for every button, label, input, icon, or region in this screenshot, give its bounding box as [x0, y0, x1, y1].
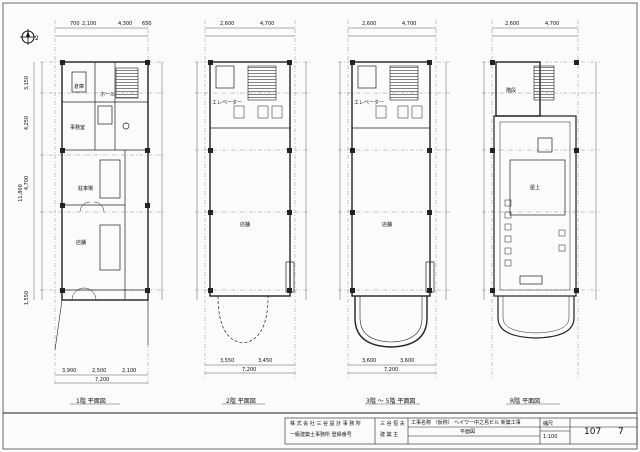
dim-roof-top-2: 4,700	[545, 21, 560, 27]
dim-f2-top-1: 2,600	[220, 21, 235, 27]
firm-registration: 一級建築士事務所 登録番号	[290, 432, 352, 438]
dim-f2-bot-2: 3,450	[258, 358, 273, 364]
room-label-f1-parking: 駐車場	[78, 186, 94, 192]
dim-f1-top-1: 700	[70, 21, 80, 27]
north-arrow-icon	[20, 29, 36, 45]
room-label-f1-office: 事務室	[70, 125, 86, 131]
scale-value: 1:100	[543, 434, 558, 440]
dim-f1-bot-3: 2,100	[122, 368, 137, 374]
dim-f3-top-1: 2,600	[362, 21, 377, 27]
room-label-f2-ev: エレベーター	[212, 100, 243, 106]
project-name: 工事名称 （仮称） ヘイワー中之島ビル 新築工事	[411, 420, 521, 426]
room-label-f1-hall: ホール	[100, 92, 116, 98]
dim-roof-top-1: 2,600	[505, 21, 520, 27]
dim-f3-bot-1: 3,600	[362, 358, 377, 364]
plan-3f	[338, 20, 450, 380]
dim-f1-top-2: 2,100	[82, 21, 97, 27]
room-label-f3-shop: 店舗	[382, 222, 393, 228]
room-label-roof-stair: 階段	[506, 88, 517, 94]
dim-left-1: 3,150	[24, 75, 31, 91]
room-label-roof-top: 屋上	[530, 185, 541, 191]
dim-f2-top-2: 4,700	[260, 21, 275, 27]
caption-2f: 2階 平面図	[226, 398, 256, 405]
caption-1f: 1階 平面図	[76, 398, 106, 405]
dim-f1-bot-1: 3,900	[62, 368, 77, 374]
plan-1f	[33, 20, 165, 385]
dim-left-3: 4,700	[24, 175, 31, 191]
dim-f1-top-3: 4,300	[118, 21, 133, 27]
drawing-name: 平面図	[460, 429, 476, 435]
dim-f2-bot-1: 3,550	[220, 358, 235, 364]
caption-roof: R階 平面図	[510, 398, 541, 405]
plan-2f	[195, 20, 310, 380]
dim-left-2: 4,250	[24, 115, 31, 131]
room-label-f2-shop: 店舗	[240, 222, 251, 228]
dim-f3-bot-2: 3,600	[400, 358, 415, 364]
dim-f3-top-2: 4,700	[402, 21, 417, 27]
plan-roof	[482, 20, 600, 380]
dim-f1-bot-4: 7,200	[95, 377, 110, 383]
dim-f2-bot-3: 7,200	[242, 367, 257, 373]
room-label-f3-ev: エレベーター	[354, 100, 385, 106]
client-name: 三 谷 恒 夫	[380, 421, 405, 427]
firm-name: 株 式 会 社 三 谷 設 計 事 務 所	[290, 421, 361, 427]
title-block-frame	[3, 412, 638, 445]
dim-left-5: 1,550	[24, 290, 31, 306]
client-label: 建 築 主	[380, 432, 399, 438]
dim-f3-bot-3: 7,200	[384, 367, 399, 373]
caption-3f: 3階 ～ 5階 平面図	[366, 398, 416, 405]
dim-f1-top-4: 650	[142, 21, 152, 27]
dim-f1-bot-2: 2,500	[92, 368, 107, 374]
north-mark-label: 2	[35, 35, 39, 42]
dim-left-4: 11,800	[17, 184, 24, 202]
scale-label: 縮尺	[543, 421, 554, 427]
sheet-number: 107	[584, 427, 602, 437]
page-mark: 7	[618, 427, 624, 437]
room-label-f1-storage: 倉庫	[74, 84, 85, 90]
room-label-f1-shop: 店舗	[76, 240, 87, 246]
